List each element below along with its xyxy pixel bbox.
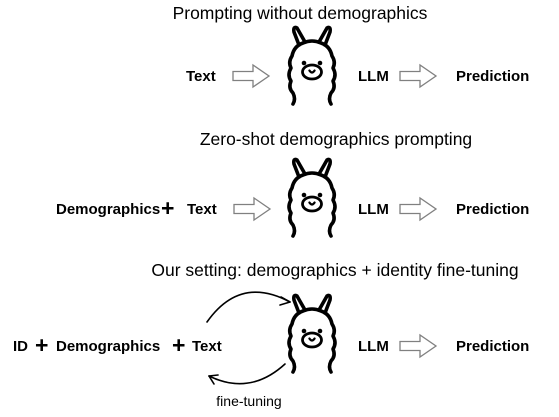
prediction-label: Prediction	[456, 338, 529, 355]
hollow-arrow-icon	[233, 197, 271, 221]
prediction-label: Prediction	[456, 201, 529, 218]
input-text-label: Text	[186, 68, 216, 85]
section-no-demographics: Prompting without demographics Text LLM …	[173, 3, 529, 106]
prediction-label: Prediction	[456, 68, 529, 85]
section-identity-fine-tuning: Our setting: demographics + identity fin…	[13, 260, 529, 409]
model-label: LLM	[358, 338, 389, 355]
plus-sign: +	[35, 332, 48, 358]
hollow-arrow-icon	[399, 197, 437, 221]
section-title: Our setting: demographics + identity fin…	[151, 260, 518, 280]
input-demographics-label: Demographics	[56, 338, 160, 355]
section-title: Prompting without demographics	[173, 3, 428, 23]
llama-icon	[287, 293, 337, 374]
curved-arrow-icon	[208, 363, 286, 385]
model-label: LLM	[358, 68, 389, 85]
curved-arrow-icon	[206, 291, 291, 323]
input-id-label: ID	[13, 338, 28, 355]
plus-sign: +	[161, 195, 174, 221]
input-demographics-label: Demographics	[56, 201, 160, 218]
hollow-arrow-icon	[399, 64, 437, 88]
input-text-label: Text	[187, 201, 217, 218]
fine-tuning-label: fine-tuning	[216, 393, 281, 409]
hollow-arrow-icon	[399, 334, 437, 358]
plus-sign: +	[172, 332, 185, 358]
hollow-arrow-icon	[232, 64, 270, 88]
input-text-label: Text	[192, 338, 222, 355]
model-label: LLM	[358, 201, 389, 218]
section-zero-shot-demographics: Zero-shot demographics prompting Demogra…	[56, 129, 529, 238]
section-title: Zero-shot demographics prompting	[200, 129, 472, 149]
llama-icon	[287, 25, 337, 106]
llama-icon	[287, 157, 337, 238]
